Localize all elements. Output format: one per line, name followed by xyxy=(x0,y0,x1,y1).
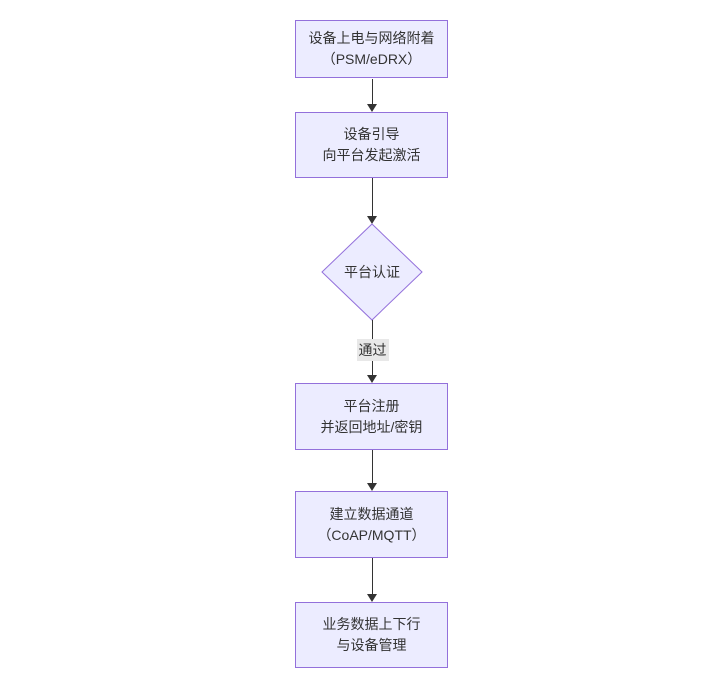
arrowhead-icon xyxy=(367,594,377,602)
node-label-line: 业务数据上下行 xyxy=(322,616,421,632)
edge-power-to-bootstrap xyxy=(366,79,379,112)
node-data-channel: 建立数据通道 （CoAP/MQTT） xyxy=(295,491,448,558)
node-label-line: 并返回地址/密钥 xyxy=(320,418,423,435)
arrowhead-icon xyxy=(367,104,377,112)
node-label-line: 与设备管理 xyxy=(336,637,407,653)
node-label-line: 设备引导 xyxy=(343,126,400,142)
edge-auth-to-register: 通过 xyxy=(356,320,389,383)
node-label-line: （CoAP/MQTT） xyxy=(317,526,426,543)
edge-line xyxy=(372,450,373,484)
edge-line xyxy=(372,79,373,105)
edge-channel-to-business xyxy=(366,558,379,602)
node-label-line: 平台认证 xyxy=(344,264,400,280)
edge-bootstrap-to-auth xyxy=(366,178,379,224)
edge-label-pass: 通过 xyxy=(356,339,389,361)
edge-register-to-channel xyxy=(366,450,379,491)
node-label-line: 设备上电与网络附着 xyxy=(308,30,435,46)
node-label-line: 平台注册 xyxy=(343,397,400,414)
arrowhead-icon xyxy=(367,483,377,491)
edge-line xyxy=(372,558,373,595)
edge-line xyxy=(372,178,373,217)
node-label-line: 向平台发起激活 xyxy=(322,147,421,163)
arrowhead-icon xyxy=(367,216,377,224)
node-label-line: （PSM/eDRX） xyxy=(321,51,422,67)
node-label-line: 建立数据通道 xyxy=(329,505,414,522)
node-platform-register: 平台注册 并返回地址/密钥 xyxy=(295,383,448,450)
node-platform-auth: 平台认证 xyxy=(320,222,424,322)
node-bootstrap: 设备引导 向平台发起激活 xyxy=(295,112,448,178)
arrowhead-icon xyxy=(367,375,377,383)
node-business-data: 业务数据上下行 与设备管理 xyxy=(295,602,448,668)
node-power-attach: 设备上电与网络附着 （PSM/eDRX） xyxy=(295,20,448,78)
